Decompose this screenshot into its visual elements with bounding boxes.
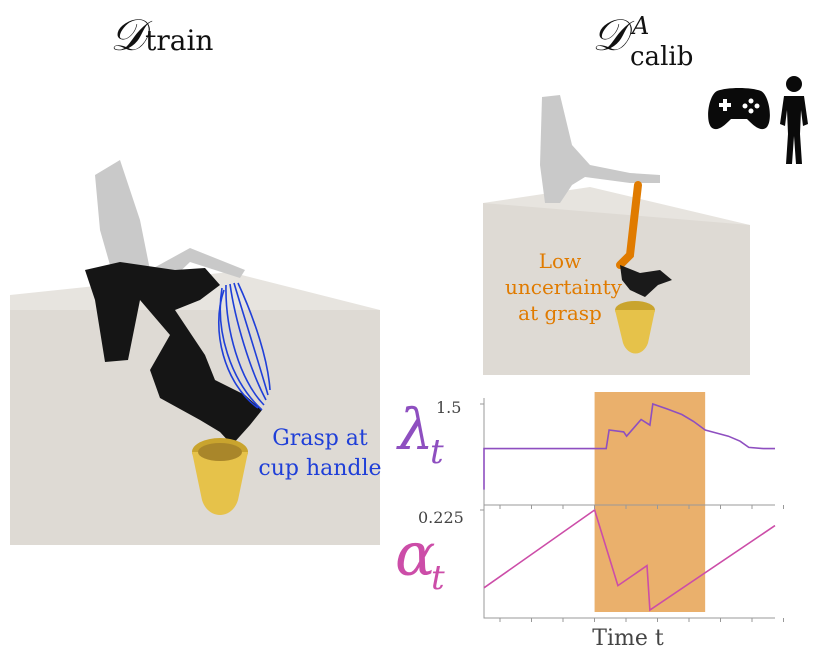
- lambda-label: λ t: [398, 398, 458, 478]
- alpha-axes: [480, 504, 784, 622]
- lambda-series-line: [483, 402, 775, 490]
- x-axis-label: Time t: [592, 626, 664, 651]
- alpha-symbol: α: [395, 520, 436, 590]
- right-title: 𝒟 A calib: [592, 10, 732, 80]
- grasp-annotation: Grasp at cup handle: [255, 424, 385, 484]
- highlight-region: [594, 392, 706, 612]
- lambda-ytick: 1.5: [436, 398, 462, 417]
- grasp-line2: cup handle: [258, 456, 382, 481]
- calib-gripper: [620, 265, 672, 297]
- robot-arm: [85, 262, 262, 445]
- lambda-subscript: t: [430, 432, 444, 472]
- uncert-line2: uncertainty: [505, 275, 622, 299]
- right-title-sup: A: [632, 12, 650, 40]
- table-front: [10, 310, 380, 545]
- cup-inner: [198, 443, 242, 461]
- blue-trajectories: [217, 282, 271, 411]
- alpha-label: α t: [395, 520, 459, 600]
- right-title-sub: calib: [630, 42, 694, 72]
- uncert-line3: at grasp: [518, 301, 602, 325]
- calib-ghost-arm: [540, 95, 660, 203]
- left-title: 𝒟train: [110, 10, 213, 70]
- lambda-symbol: λ: [398, 398, 434, 463]
- cup-body: [192, 452, 248, 515]
- alpha-ytick: 0.225: [418, 508, 464, 527]
- calib-scene: [483, 95, 750, 375]
- alpha-subscript: t: [431, 558, 445, 598]
- grasp-line1: Grasp at: [272, 426, 368, 451]
- uncertainty-plots: [480, 392, 784, 622]
- gamepad-icon: [708, 88, 770, 130]
- train-scene: [10, 160, 380, 545]
- calib-table-front: [483, 203, 750, 375]
- left-title-sub: train: [145, 24, 214, 57]
- person-silhouette-icon: [780, 76, 808, 164]
- calib-cup-body: [615, 310, 655, 354]
- left-title-main: 𝒟: [110, 10, 146, 61]
- alpha-series-line: [483, 508, 776, 612]
- calib-orange-link: [616, 181, 642, 269]
- right-title-main: 𝒟: [592, 10, 628, 61]
- alpha-axes-frame: [483, 504, 775, 619]
- uncertainty-annotation: Low uncertainty at grasp: [505, 248, 622, 326]
- uncert-line1: Low: [538, 249, 582, 273]
